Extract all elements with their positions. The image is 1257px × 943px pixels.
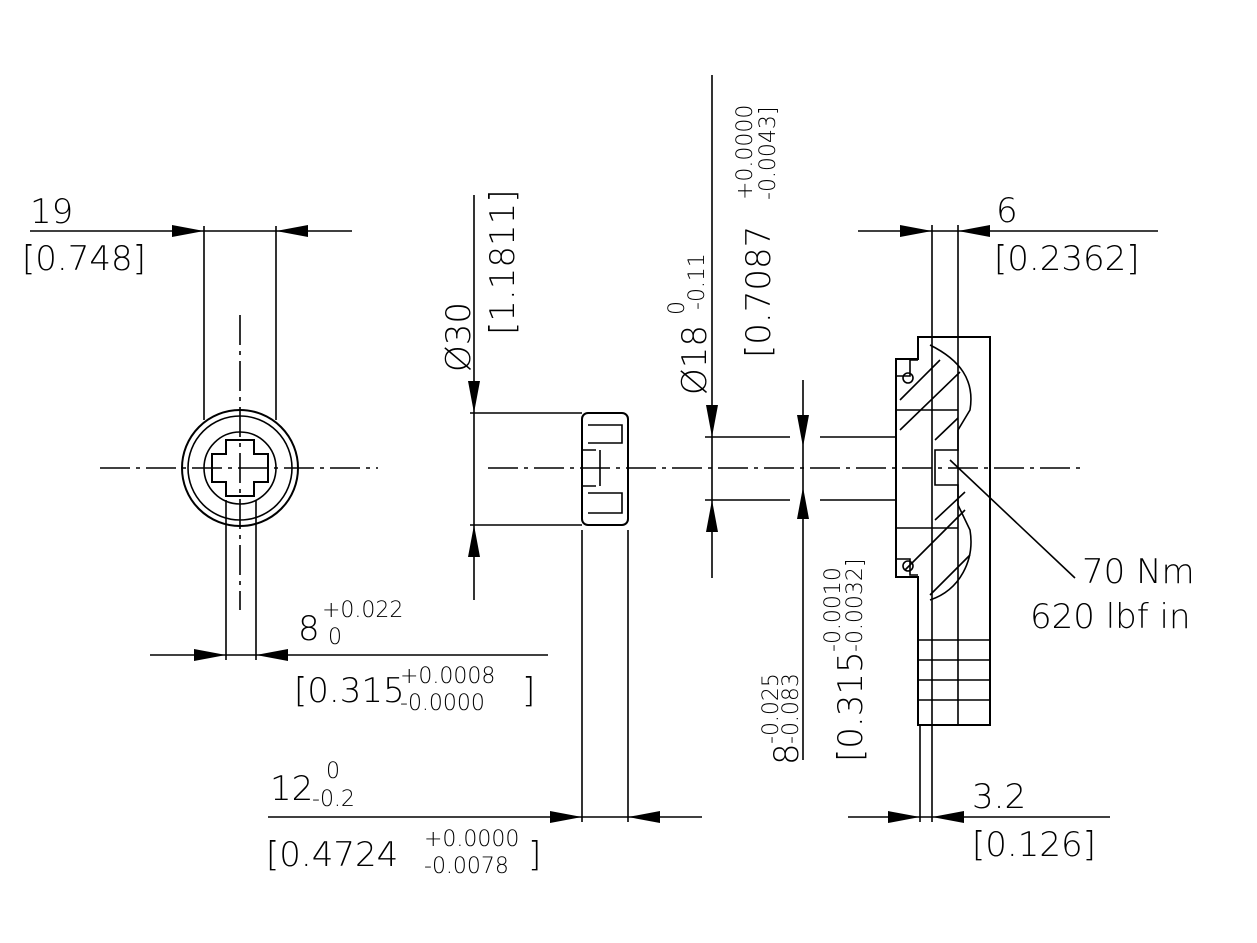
bracket-close: ]: [528, 835, 541, 875]
dim-02362: [0.2362]: [994, 239, 1140, 279]
dim-8-key-tol-lower: -0.083: [779, 673, 804, 744]
torque-leader: [949, 459, 1076, 579]
dim-12-tol-upper: 0: [326, 759, 340, 784]
dim-11811: [1.1811]: [483, 190, 523, 336]
dim-0315-key: [0.315: [831, 651, 871, 762]
dim-8-key: 8: [767, 743, 807, 765]
hub-inner-circle: [187, 415, 293, 521]
dim-dia18: Ø18: [675, 325, 715, 395]
torque-lbf: 620 lbf in: [1030, 597, 1191, 637]
bore-circle: [203, 431, 277, 505]
dim-0315-key-tol-lower: -0.0032]: [843, 559, 868, 653]
dim-0315-key-tol-upper: -0.0010: [821, 567, 846, 652]
hub-outer-circle: [181, 409, 299, 527]
torque-nm: 70 Nm: [1082, 552, 1195, 592]
hub-section: [581, 412, 629, 526]
dim-07087-tol-lower: -0.0043]: [756, 107, 781, 201]
dim-8-key-tol-upper: -0.025: [759, 673, 784, 744]
dim-12: 12: [270, 769, 313, 809]
dim-0748: [0.748]: [22, 239, 146, 279]
middle-view: Ø30 [1.1811] 12 0 -0.2 [0.4724 +0.0000 -…: [266, 190, 1080, 879]
dim-04724-tol-upper: +0.0000: [424, 827, 519, 852]
dim-07087: [0.7087: [739, 226, 779, 358]
right-view: Ø18 0 -0.11 [0.7087 +0.0000 -0.0043] 8 -…: [665, 75, 1195, 865]
dim-8-tol-lower: 0: [328, 625, 342, 650]
dim-dia30: Ø30: [439, 302, 479, 372]
cross-socket: [211, 439, 269, 497]
dim-8-tol-upper: +0.022: [322, 598, 403, 623]
dim-18-tol-lower: -0.11: [685, 253, 710, 310]
dim-32: 3.2: [972, 777, 1026, 817]
dim-0126: [0.126]: [972, 825, 1096, 865]
dim-0315: [0.315: [294, 671, 405, 711]
dim-07087-tol-upper: +0.0000: [733, 105, 758, 200]
dim-6: 6: [996, 191, 1018, 231]
left-view: 19 [0.748] 8 +0.022 0 [0.315 +0.0008 -0.…: [22, 192, 548, 716]
dim-04724: [0.4724: [266, 835, 398, 875]
dim-18-tol-upper: 0: [665, 301, 690, 315]
dim-8: 8: [298, 609, 320, 649]
bracket-close: ]: [522, 671, 535, 711]
dim-0315-tol-lower: -0.0000: [400, 691, 485, 716]
dim-12-tol-lower: -0.2: [312, 787, 355, 812]
dim-04724-tol-lower: -0.0078: [424, 854, 509, 879]
dim-19: 19: [30, 192, 73, 232]
flange-section: [895, 336, 991, 726]
dim-0315-tol-upper: +0.0008: [400, 664, 495, 689]
